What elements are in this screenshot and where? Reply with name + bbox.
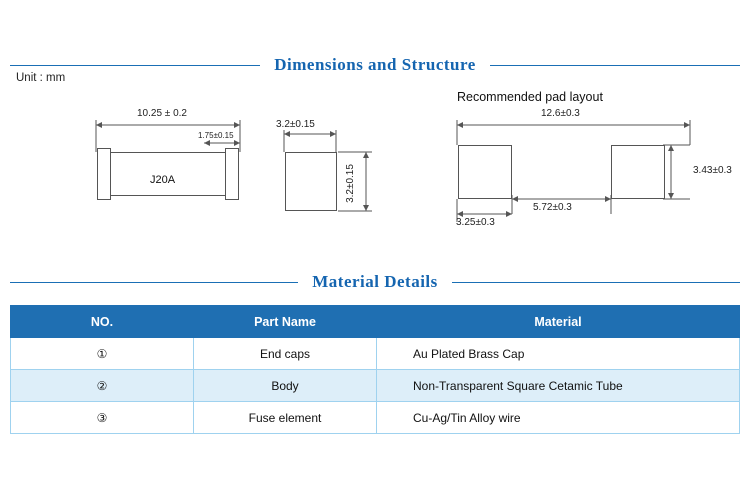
table-header-part-name: Part Name xyxy=(193,305,377,338)
header-rule-left-2 xyxy=(10,281,299,283)
fuse-body-marking: J20A xyxy=(150,174,176,186)
material-details-table: NO. Part Name Material ① End caps Au Pla… xyxy=(10,305,740,434)
pad-height-dim: 3.43±0.3 xyxy=(693,165,732,176)
fuse-cap-right xyxy=(225,148,239,200)
row-part-name: End caps xyxy=(193,337,377,370)
row-part-name: Fuse element xyxy=(193,401,377,434)
table-row: ③ Fuse element Cu-Ag/Tin Alloy wire xyxy=(10,401,740,434)
section-header-dimensions: Dimensions and Structure xyxy=(10,55,741,75)
row-material: Au Plated Brass Cap xyxy=(376,337,740,370)
row-no: ③ xyxy=(10,401,194,434)
table-row: ② Body Non-Transparent Square Cetamic Tu… xyxy=(10,369,740,402)
table-row: ① End caps Au Plated Brass Cap xyxy=(10,337,740,370)
section-title-material: Material Details xyxy=(312,272,438,291)
row-material: Cu-Ag/Tin Alloy wire xyxy=(376,401,740,434)
row-no: ① xyxy=(10,337,194,370)
dimension-arrows xyxy=(95,120,691,222)
table-header-row: NO. Part Name Material xyxy=(10,305,740,338)
fuse-end-view xyxy=(285,152,337,211)
row-part-name: Body xyxy=(193,369,377,402)
end-view-width-dim: 3.2±0.15 xyxy=(276,119,315,130)
table-header-material: Material xyxy=(376,305,740,338)
table-header-no: NO. xyxy=(10,305,194,338)
row-no: ② xyxy=(10,369,194,402)
pad-width-dim: 3.25±0.3 xyxy=(456,217,495,228)
side-view-cap-dim: 1.75±0.15 xyxy=(198,131,234,140)
header-rule-left xyxy=(10,64,261,66)
header-rule-right xyxy=(489,64,741,66)
side-view-length-dim: 10.25 ± 0.2 xyxy=(137,108,187,119)
pad-left xyxy=(458,145,512,199)
section-header-material: Material Details xyxy=(10,272,741,292)
pad-gap-dim: 5.72±0.3 xyxy=(533,202,572,213)
fuse-cap-left xyxy=(97,148,111,200)
pad-layout-overall-dim: 12.6±0.3 xyxy=(541,108,580,119)
section-title-dimensions: Dimensions and Structure xyxy=(274,55,476,74)
end-view-height-dim: 3.2±0.15 xyxy=(344,164,356,203)
row-material: Non-Transparent Square Cetamic Tube xyxy=(376,369,740,402)
header-rule-right-2 xyxy=(451,281,741,283)
unit-label: Unit : mm xyxy=(16,72,66,84)
pad-right xyxy=(611,145,665,199)
pad-layout-title: Recommended pad layout xyxy=(457,90,603,104)
